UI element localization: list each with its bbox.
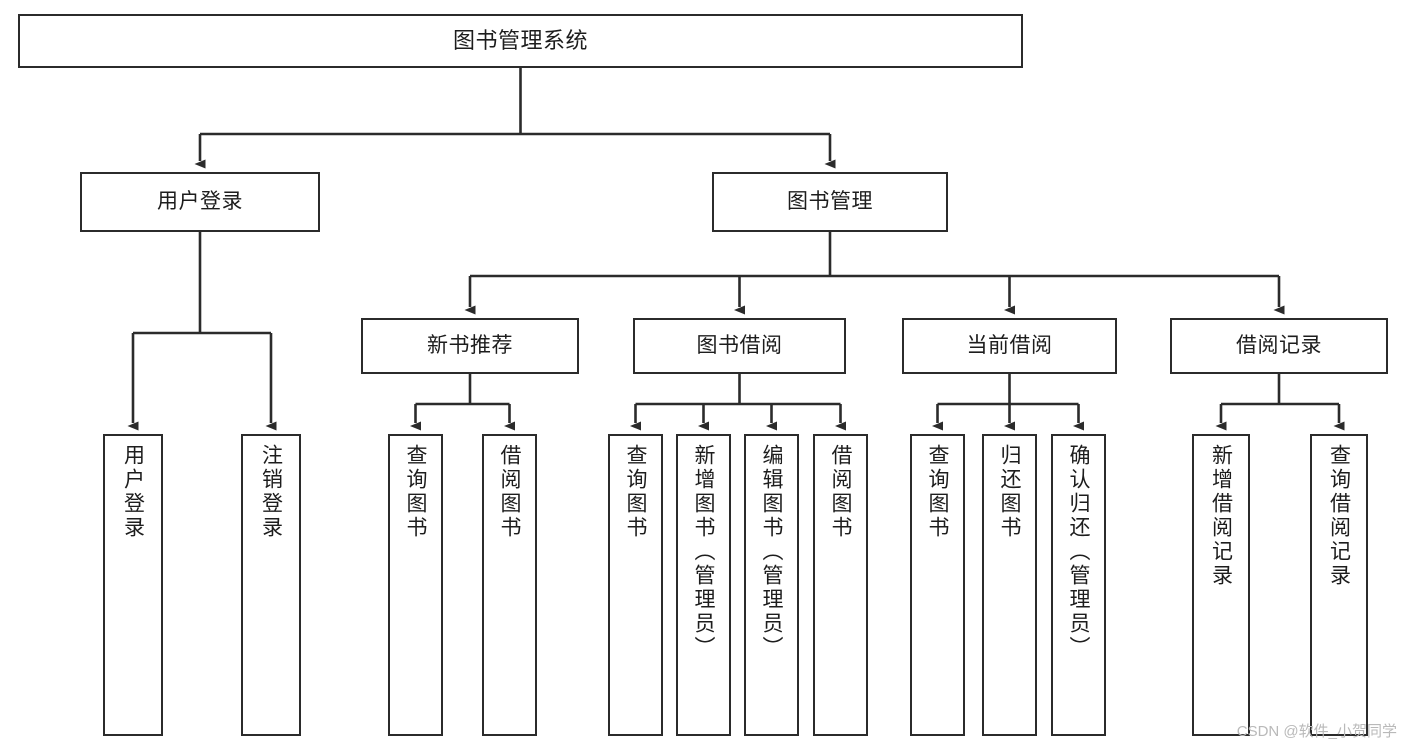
node-l-return[interactable]: 归还图书 <box>982 434 1037 736</box>
node-label: 查询图书 <box>926 444 949 540</box>
node-current[interactable]: 当前借阅 <box>902 318 1117 374</box>
node-borrow[interactable]: 图书借阅 <box>633 318 846 374</box>
node-l-query1[interactable]: 查询图书 <box>388 434 443 736</box>
node-l-addrec[interactable]: 新增借阅记录 <box>1192 434 1250 736</box>
node-label: 用户登录 <box>121 444 145 540</box>
node-label: 查询图书 <box>624 444 647 540</box>
node-label: 确认归还（管理员） <box>1067 444 1090 660</box>
node-l-query3[interactable]: 查询图书 <box>910 434 965 736</box>
node-l-queryrec[interactable]: 查询借阅记录 <box>1310 434 1368 736</box>
node-l-logout[interactable]: 注销登录 <box>241 434 301 736</box>
node-records[interactable]: 借阅记录 <box>1170 318 1388 374</box>
node-label: 用户登录 <box>157 189 243 213</box>
node-label: 图书借阅 <box>696 333 783 357</box>
node-label: 新增借阅记录 <box>1209 444 1233 588</box>
node-label: 注销登录 <box>259 444 283 540</box>
node-bookmgmt[interactable]: 图书管理 <box>712 172 948 232</box>
node-label: 编辑图书（管理员） <box>760 444 783 660</box>
node-label: 归还图书 <box>998 444 1021 540</box>
node-label: 新书推荐 <box>427 333 513 357</box>
node-label: 查询图书 <box>404 444 427 540</box>
node-label: 当前借阅 <box>966 333 1053 357</box>
node-label: 借阅图书 <box>829 444 852 540</box>
node-l-borrow2[interactable]: 借阅图书 <box>813 434 868 736</box>
node-l-edit[interactable]: 编辑图书（管理员） <box>744 434 799 736</box>
node-label: 借阅记录 <box>1236 333 1322 357</box>
node-label: 借阅图书 <box>498 444 521 540</box>
node-label: 新增图书（管理员） <box>692 444 715 660</box>
node-l-borrow1[interactable]: 借阅图书 <box>482 434 537 736</box>
node-l-confirm[interactable]: 确认归还（管理员） <box>1051 434 1106 736</box>
node-login[interactable]: 用户登录 <box>80 172 320 232</box>
node-l-add[interactable]: 新增图书（管理员） <box>676 434 731 736</box>
watermark-text: CSDN @软件_小贺同学 <box>1236 723 1397 740</box>
node-label: 图书管理系统 <box>452 27 588 53</box>
node-l-query2[interactable]: 查询图书 <box>608 434 663 736</box>
node-root[interactable]: 图书管理系统 <box>18 14 1023 68</box>
node-label: 查询借阅记录 <box>1327 444 1351 588</box>
node-newbook[interactable]: 新书推荐 <box>361 318 579 374</box>
node-label: 图书管理 <box>787 189 873 213</box>
node-l-login[interactable]: 用户登录 <box>103 434 163 736</box>
